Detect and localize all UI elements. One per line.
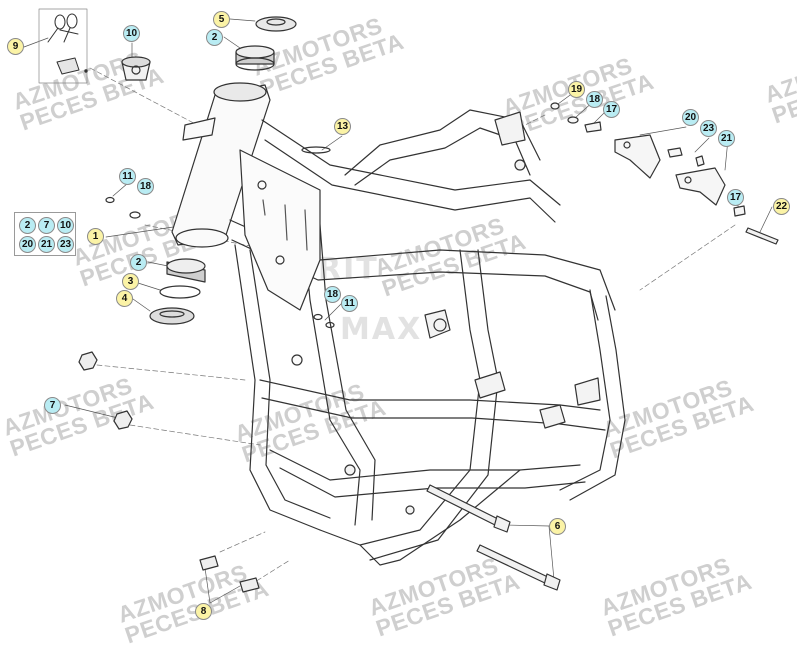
callout-13: 13 [334, 118, 351, 135]
callout-6: 6 [549, 518, 566, 535]
callout-8: 8 [195, 603, 212, 620]
callout-5: 5 [213, 11, 230, 28]
callout-17: 17 [727, 189, 744, 206]
ignition-key-part [38, 8, 88, 84]
leader-lines [23, 18, 773, 604]
engine-mounts [344, 111, 601, 515]
callout-11: 11 [341, 295, 358, 312]
bolt-parts [426, 227, 779, 591]
head-bearing-parts [235, 16, 297, 71]
callout-1: 1 [87, 228, 104, 245]
callout-2: 2 [206, 29, 223, 46]
kit-item: 23 [57, 236, 74, 253]
callout-18: 18 [137, 178, 154, 195]
callout-3: 3 [122, 273, 139, 290]
kit-legend: 2 7 10 20 21 23 [14, 212, 76, 256]
steering-lock-part [121, 56, 151, 81]
callout-23: 23 [700, 120, 717, 137]
callout-17: 17 [603, 101, 620, 118]
callout-18: 18 [324, 286, 341, 303]
callout-9: 9 [7, 38, 24, 55]
kit-item: 10 [57, 217, 74, 234]
nut-parts [78, 351, 133, 430]
kit-item: 21 [38, 236, 55, 253]
callout-7: 7 [44, 397, 61, 414]
lower-bearing-parts [149, 258, 206, 325]
callout-20: 20 [682, 109, 699, 126]
clip-parts [199, 555, 260, 593]
kit-item: 20 [19, 236, 36, 253]
bracket-parts [550, 102, 746, 217]
callout-4: 4 [116, 290, 133, 307]
callout-18: 18 [586, 91, 603, 108]
callout-2: 2 [130, 254, 147, 271]
center-logo: MAX [340, 312, 423, 347]
frame-drawing [23, 8, 779, 604]
callout-19: 19 [568, 81, 585, 98]
kit-item: 7 [38, 217, 55, 234]
head-tube [171, 82, 271, 248]
callout-21: 21 [718, 130, 735, 147]
center-washers [313, 313, 335, 329]
callout-10: 10 [123, 25, 140, 42]
callout-11: 11 [119, 168, 136, 185]
gusset-plate [239, 149, 321, 366]
small-fastener-parts [105, 146, 331, 219]
kit-item: 2 [19, 217, 36, 234]
callout-22: 22 [773, 198, 790, 215]
